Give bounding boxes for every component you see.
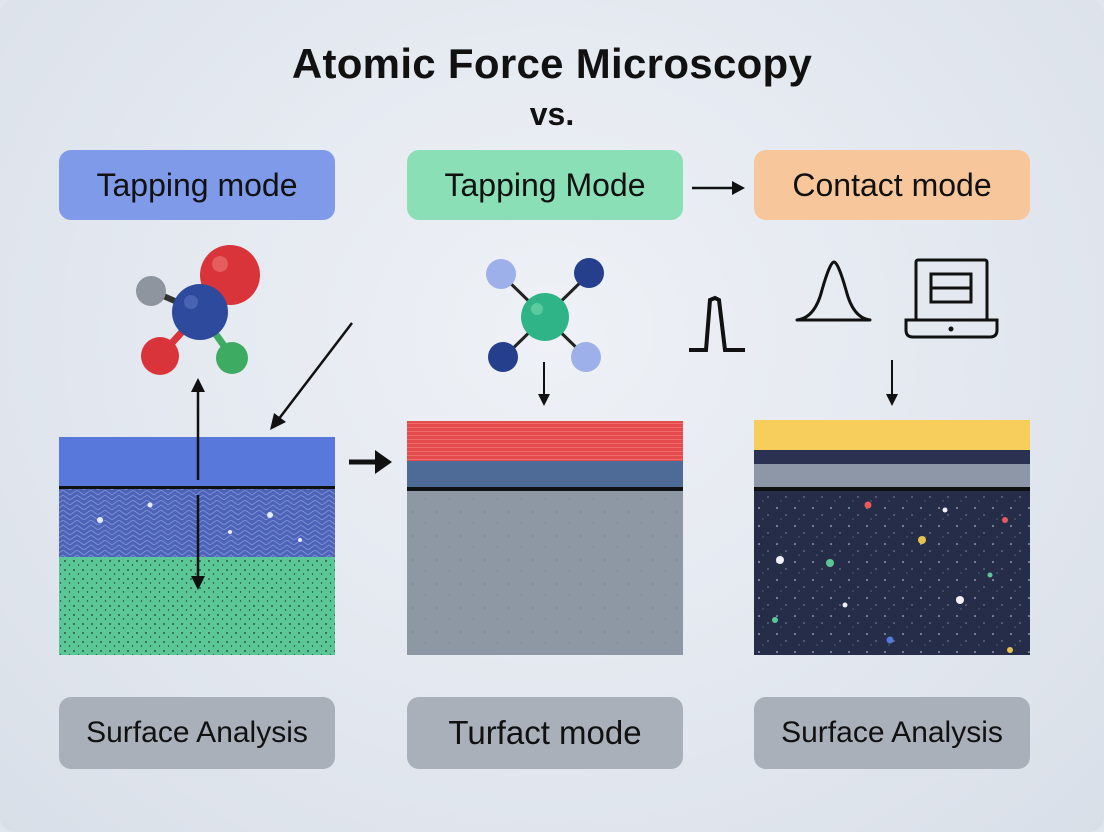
arrow-pill2-to-pill3 [692,181,745,195]
footer-label-2: Turfact mode [407,697,683,769]
molecule-icon [136,245,260,375]
triangle-tip-icon [795,260,872,322]
down-arrow-3 [886,360,898,406]
footer-label-1: Surface Analysis [59,697,335,769]
vertical-double-arrow [191,378,205,590]
sample-layers-2 [407,421,683,655]
mode-label-tapping-1: Tapping mode [59,150,335,220]
diagonal-arrow [270,322,353,430]
page-subtitle: vs. [529,96,575,132]
molecule-icon-2 [486,258,604,372]
down-arrow-2 [538,362,550,406]
page-title: Atomic Force Microscopy [291,40,813,87]
mode-label-contact: Contact mode [754,150,1030,220]
mode-label-tapping-2: Tapping Mode [407,150,683,220]
peak-signal-icon [689,295,745,352]
laptop-icon [904,258,999,339]
footer-label-3: Surface Analysis [754,697,1030,769]
arrow-col1-to-col2 [349,450,392,474]
sample-layers-3 [754,420,1030,655]
